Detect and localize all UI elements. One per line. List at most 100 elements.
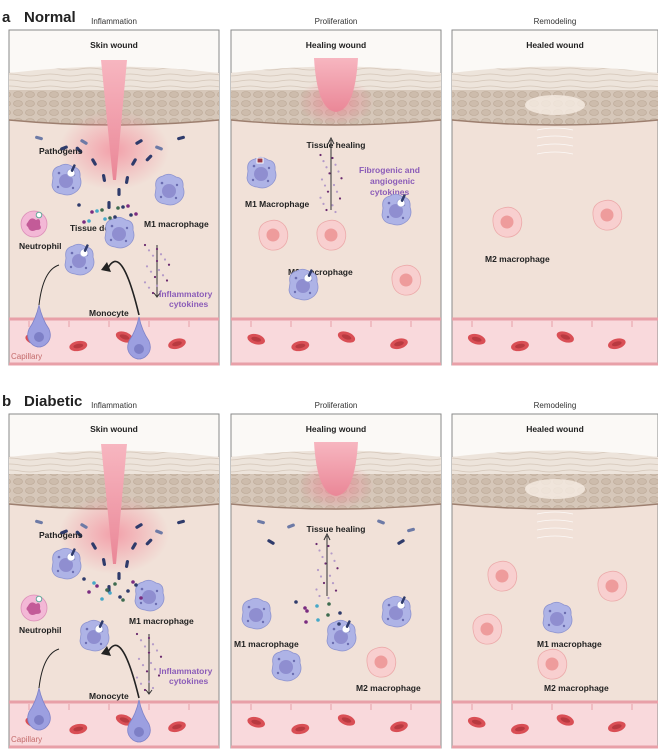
cytokine-dot [334,210,337,214]
m1-macrophage-label: M1 Macrophage [245,199,310,209]
migration-arrow [38,264,60,306]
cytokine-dot [153,668,157,671]
cytokine-dot [331,156,334,160]
cytokine-dot [337,170,340,173]
pathogen-rod [155,529,163,535]
arrowhead [145,689,153,695]
debris-particle [121,205,125,209]
debris-particle [82,577,86,581]
pathogen-rod [60,529,68,535]
phase-title: Remodeling [534,17,577,26]
cytokine-dot [149,661,153,665]
engulfed-debris [256,157,264,164]
tissue-healing-label: Tissue healing [307,524,366,534]
debris-particle [139,596,143,600]
phase-title: Inflammation [91,17,137,26]
panel-sky [452,30,658,73]
cytokine-dot [157,674,161,677]
debris-particle [77,203,81,207]
cytokine-dot [315,588,318,591]
macrophage-with-debris [65,244,94,275]
wound-label: Healing wound [306,40,366,50]
collagen-fiber [536,143,574,147]
pathogen-rod [177,519,185,525]
pathogen-rod [91,542,97,550]
debris-particle [316,618,320,622]
m2-macrophage-cell [592,199,623,231]
pathogens-label: Pathogens [39,146,83,156]
debris-particle [326,613,330,617]
pathogen-rod [131,542,137,550]
neutrophil-cell [20,210,48,238]
cytokine-dot [334,589,338,592]
cytokine-dot [319,575,323,578]
m1-macrophage-label: M1 macrophage [129,616,194,626]
cytokine-dot [139,639,143,642]
inflammatory-cytokines-label: cytokines [169,676,208,686]
m2-macrophage-cell [366,646,397,678]
debris-particle [129,213,133,217]
tissue-debris-label: Tissue debris [70,223,125,233]
pathogen-rod [75,146,83,154]
collagen-fiber [536,527,574,531]
cytokine-dot [322,202,325,205]
m1-macrophage-cell [154,173,185,206]
debris-particle [121,598,125,602]
collagen-fiber [536,127,574,131]
debris-particle [131,580,135,584]
inflammatory-cytokines-label: Inflammatory [159,289,213,299]
m1-macrophage-cell [271,649,302,682]
cytokine-dot [335,190,339,193]
debris-particle [305,609,309,613]
pathogen-rod [75,530,83,538]
collagen-fiber [536,511,574,515]
debris-particle [294,600,298,604]
cytokine-dot [167,263,171,266]
cytokine-dot [340,177,343,180]
scar [525,479,585,499]
pathogen-rod [135,523,143,529]
cytokine-dot [159,253,163,256]
cytokine-dot [336,567,339,570]
arrowhead [323,532,331,541]
collagen-fiber [536,535,574,539]
m2-macrophage-label: M2 macrophage [356,683,421,693]
pathogen-rod [155,145,163,151]
cytokine-dot [145,670,149,673]
cytokine-dot [331,582,335,585]
cytokine-dot [334,163,337,166]
cytokine-dot [330,552,333,555]
phase-title: Remodeling [534,401,577,410]
inflammatory-cytokines-label: Inflammatory [159,666,213,676]
cytokine-dot [157,268,161,272]
wound-gap [314,442,358,496]
debris-particle [116,206,120,210]
pathogen-rod [377,519,385,525]
basement-membrane [451,119,658,126]
arrowhead [101,262,111,272]
section-title: Normal [24,9,76,26]
migration-arrow [38,648,60,689]
m2-macrophage-label: M2 macrophage [485,254,550,264]
cytokine-dot [145,265,149,268]
migration-arrow [106,644,140,699]
cytokine-dot [137,657,141,660]
cytokine-dot [322,160,325,163]
pathogen-rod [397,539,405,545]
cytokine-dot [143,688,147,692]
m2-macrophage-label: M2 macrophage [544,683,609,693]
cytokine-dot [163,258,167,261]
cytokine-dot [318,594,321,598]
pathogen-rod [101,174,107,182]
wound-label: Skin wound [90,40,138,50]
cytokine-dot [155,649,159,652]
m1-macrophage-cell [134,579,165,612]
pathogen-rod [177,135,185,141]
cytokine-dot [328,574,332,577]
m2-macrophage-cell [492,206,523,238]
pathogen-rod [117,188,121,196]
cytokine-dot [153,275,157,279]
